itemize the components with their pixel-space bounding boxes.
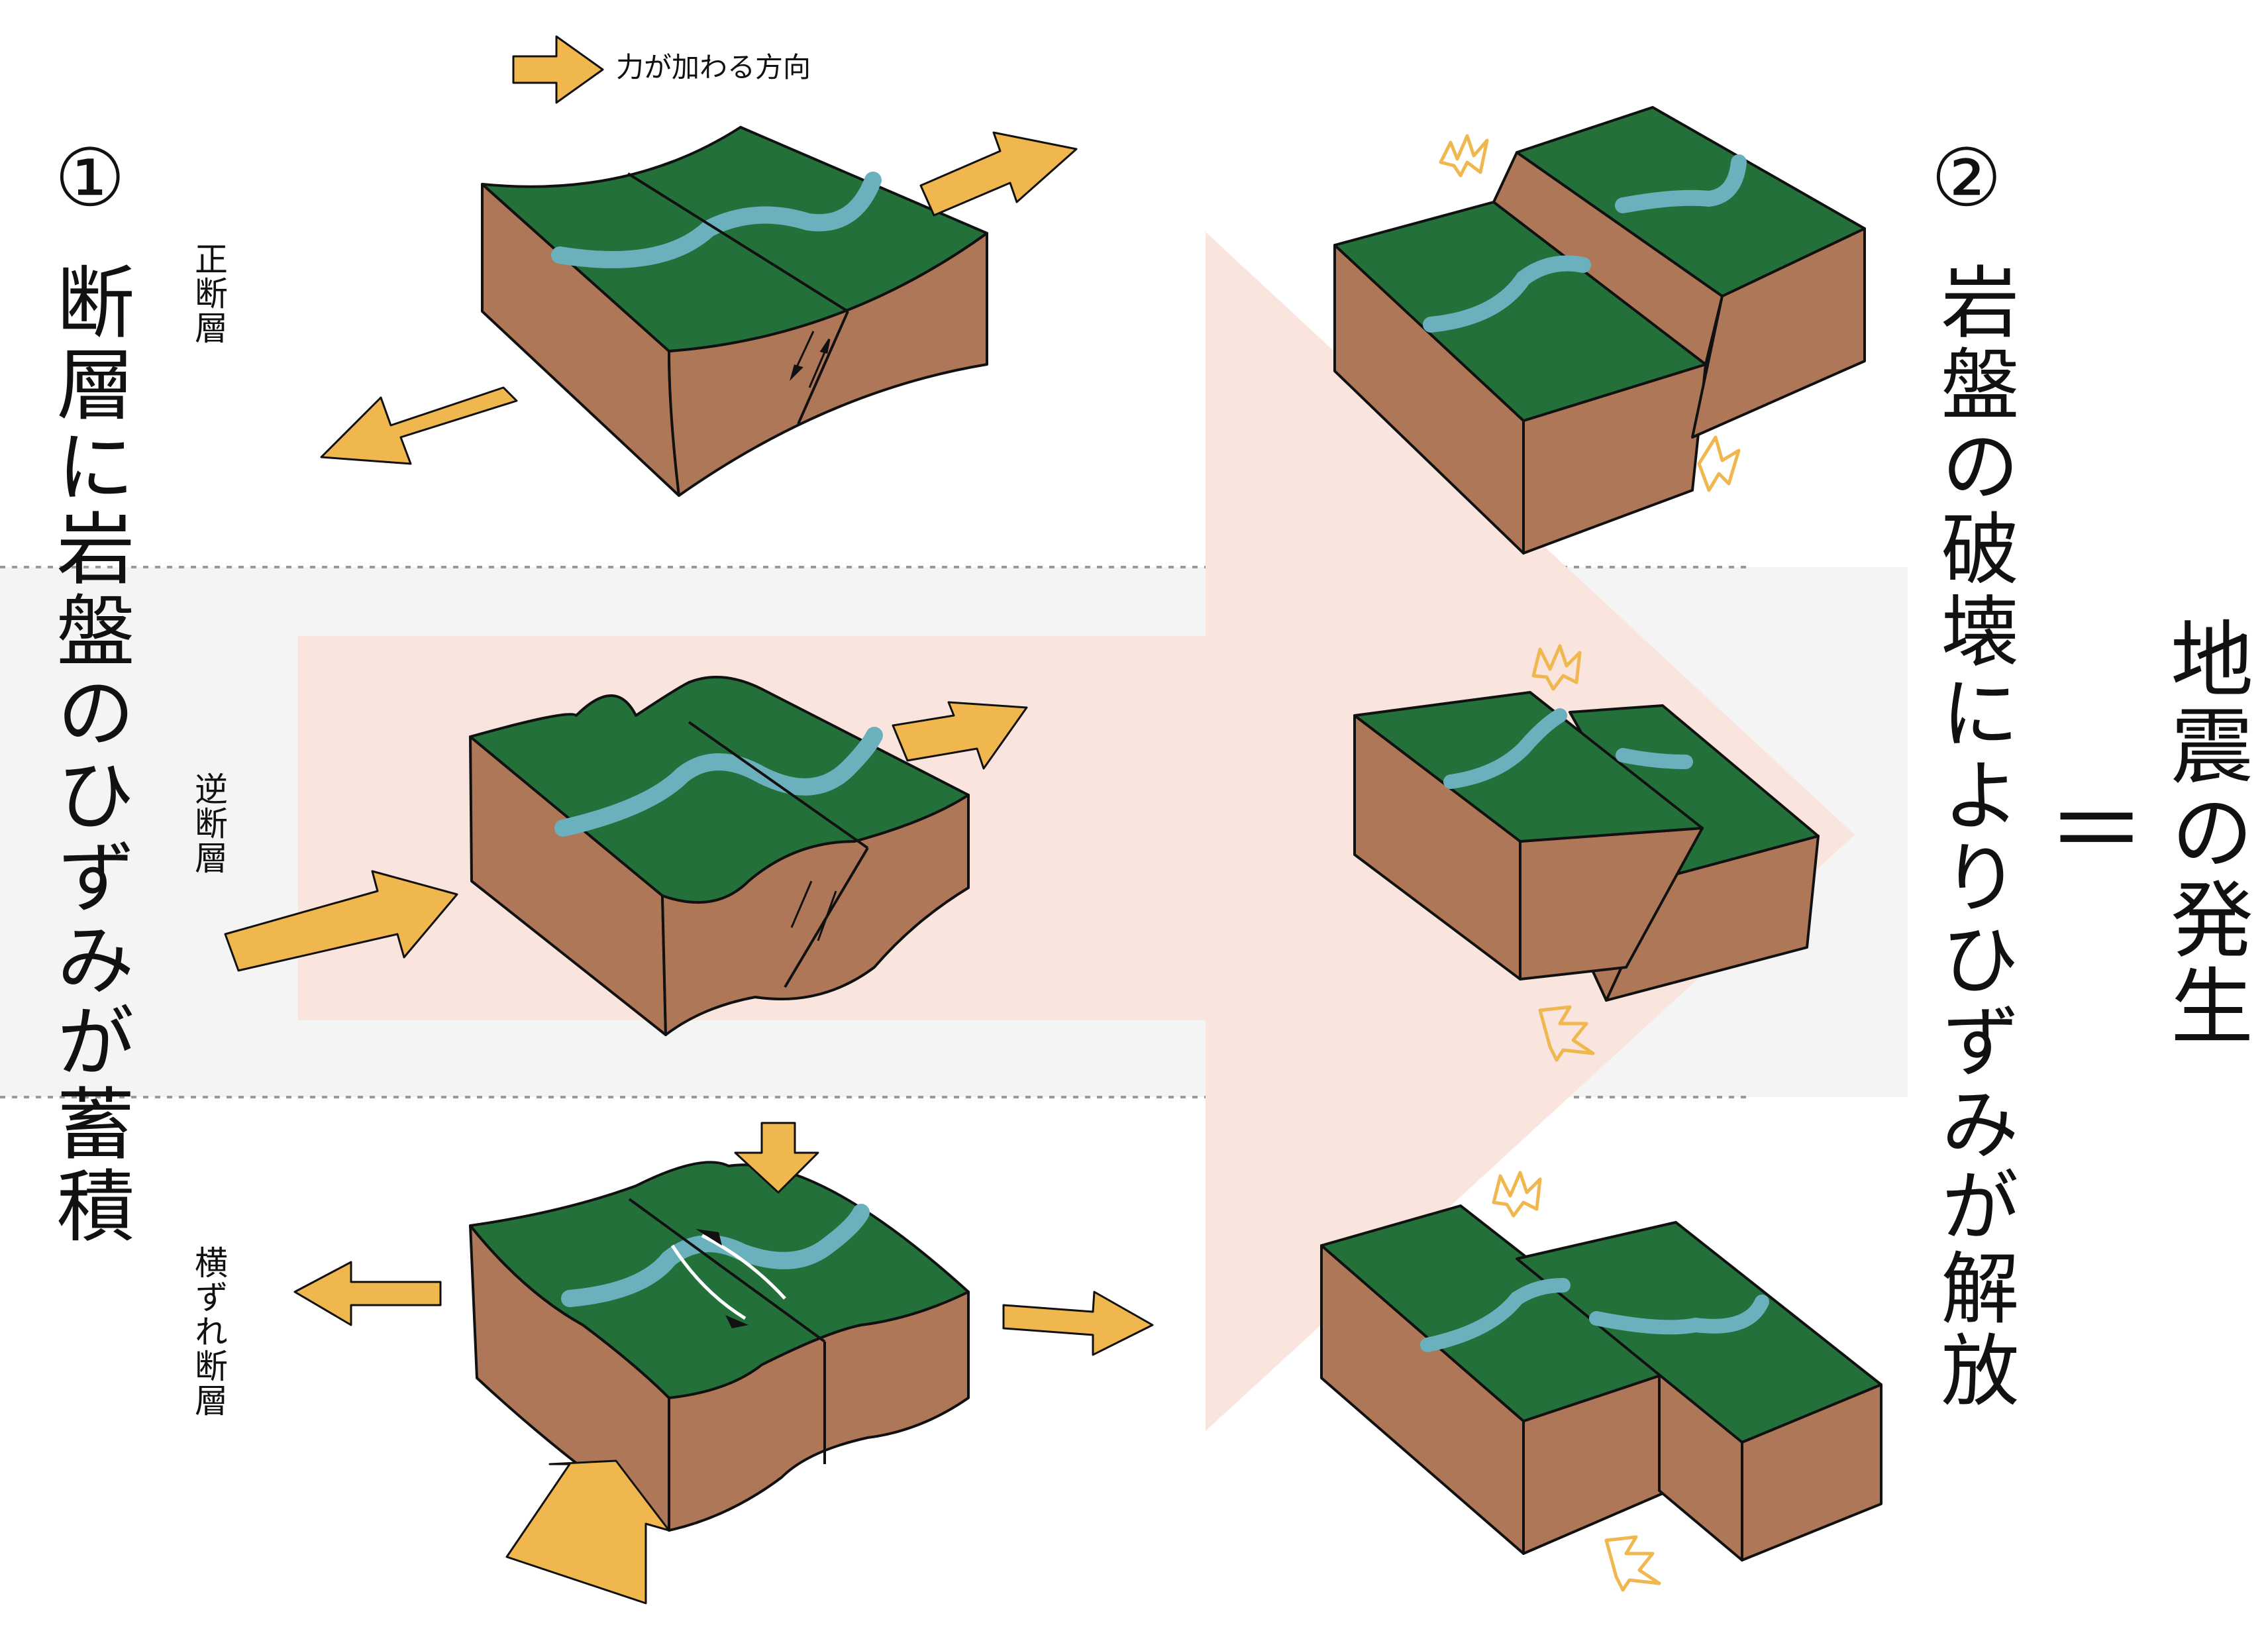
- river: [1420, 1278, 1571, 1352]
- step2-title: 岩盤の破壊によりひずみが解放: [1928, 262, 2019, 1412]
- slip-arrow-icon: [670, 1234, 786, 1320]
- slip-arrow-icon: [790, 331, 831, 388]
- fault-line: [628, 1198, 826, 1343]
- shock-burst-icon: [1538, 1005, 1595, 1062]
- force-arrow-icon: [505, 1459, 670, 1605]
- force-arrow-icon: [919, 131, 1078, 217]
- block-strike-slip-released: [1320, 1171, 1882, 1592]
- river: [554, 727, 883, 837]
- force-arrow-icon: [293, 1261, 442, 1326]
- block-normal-fault-released: [1333, 106, 1866, 555]
- block-reverse-fault: [224, 676, 1028, 1036]
- fault-label-strike-slip: 横ずれ断層: [189, 1246, 228, 1418]
- fault-line-side: [797, 311, 849, 425]
- block-normal-fault: [320, 126, 1078, 497]
- river: [1615, 154, 1747, 213]
- fault-label-reverse: 逆断層: [189, 772, 228, 875]
- force-arrow-icon: [512, 35, 604, 104]
- step2-number: ②: [1931, 132, 2002, 225]
- fault-label-normal: 正断層: [189, 242, 228, 345]
- legend-label: 力が加わる方向: [616, 51, 811, 83]
- force-arrow-icon: [1002, 1291, 1154, 1356]
- slip-arrow-icon: [790, 880, 837, 941]
- river: [1443, 708, 1567, 789]
- river: [1423, 255, 1591, 333]
- river: [551, 172, 882, 268]
- shock-burst-icon: [1439, 134, 1489, 178]
- result-title: 地震の発生: [2156, 616, 2252, 1050]
- step1-title: 断層に岩盤のひずみが蓄積: [43, 262, 134, 1247]
- fault-line: [627, 172, 849, 313]
- shock-burst-icon: [1604, 1535, 1661, 1592]
- block-strike-slip-fault: [293, 1122, 1154, 1605]
- force-arrow-icon: [892, 701, 1028, 770]
- force-arrow-icon: [320, 386, 518, 465]
- fault-line: [688, 721, 869, 849]
- force-arrow-icon: [734, 1122, 819, 1194]
- step1-number: ①: [54, 132, 126, 225]
- block-top-high: [1353, 691, 1704, 843]
- equals-sign: ＝: [2047, 774, 2147, 889]
- shock-burst-icon: [1531, 644, 1582, 691]
- river: [561, 1204, 870, 1307]
- block-reverse-fault-released: [1353, 644, 1820, 1062]
- block-top: [469, 676, 970, 904]
- force-arrow-icon: [224, 870, 458, 972]
- river: [1616, 748, 1693, 769]
- river: [1589, 1295, 1769, 1335]
- shock-burst-icon: [1492, 1171, 1542, 1218]
- flow-arrow-icon: [298, 232, 1855, 1431]
- shock-burst-icon: [1697, 435, 1741, 492]
